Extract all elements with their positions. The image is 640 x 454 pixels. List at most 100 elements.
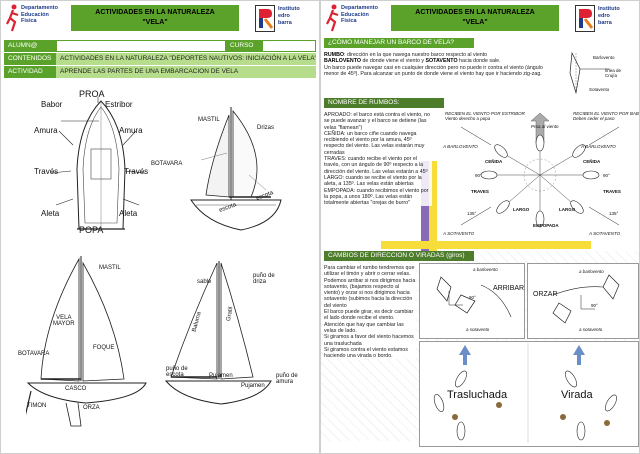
section2-title: NOMBRE DE RUMBOS:	[324, 98, 444, 108]
sail-parts-diagram	[164, 261, 272, 405]
label-90-right: 90°	[603, 173, 610, 178]
label-amura-left: Amura	[34, 126, 58, 135]
label-a-sotavento-right: A SOTAVENTO	[589, 231, 621, 236]
title-line2: "VELA"	[142, 19, 168, 26]
department-name: Departamento Educación Física	[21, 5, 58, 24]
contenidos-label: CONTENIDOS	[4, 53, 56, 65]
label-proa: PROA	[79, 89, 105, 99]
section2-text: APROADO: el barco está contra el viento,…	[324, 112, 432, 207]
label-recibe-estribor: RECIBEN EL VIENTO POR ESTRIBOR Viento de…	[445, 111, 525, 121]
title-line1: ACTIVIDADES EN LA NATURALEZA	[95, 9, 215, 16]
decor-bar-yellow	[429, 161, 437, 253]
label-a-barlovento-maneuver-2: a barlovento	[579, 269, 604, 274]
institute-mark	[255, 5, 275, 32]
label-90-left: 90°	[475, 173, 482, 178]
label-pujamen-2: Pujamen	[241, 383, 265, 389]
institute-mark	[575, 5, 595, 32]
label-puno-amura: puño de amura	[276, 373, 298, 385]
label-recibe-babor: RECIBEN EL VIENTO POR BABOR Deben ceder …	[573, 111, 639, 121]
label-135-right: 135°	[609, 211, 619, 216]
label-vela-mayor: VELA MAYOR	[53, 315, 75, 327]
sailboat-perspective	[190, 107, 282, 231]
label-a-sotavento-maneuver: a sotavento	[466, 327, 490, 332]
runner-icon	[326, 4, 339, 32]
label-popa: POPA	[79, 225, 104, 235]
label-aleta-left: Aleta	[41, 209, 60, 218]
actividad-value: APRENDE LAS PARTES DE UNA EMBARCACION DE…	[56, 66, 316, 78]
label-pujamen: Pujamen	[209, 373, 233, 379]
label-barlovento: Barlovento	[593, 55, 615, 60]
label-mastil-top: MASTIL	[198, 117, 220, 123]
institute-logo-right: Instituto edro barra	[575, 4, 631, 34]
crujia-diagram	[569, 51, 610, 95]
label-traves-left: Través	[34, 167, 59, 176]
institute-name: Instituto edro barra	[278, 6, 300, 26]
orzar-diagram	[552, 274, 620, 324]
def-rumbo: : dirección en la que navega nuestro bar…	[344, 52, 488, 58]
def-barlovento: de donde viene el viento y	[360, 58, 426, 65]
section1-text: RUMBO: dirección en la que navega nuestr…	[324, 52, 544, 77]
label-timon: TIMON	[27, 403, 47, 409]
decor-bar-horizontal	[381, 241, 591, 249]
label-botavara-top: BOTAVARA	[151, 161, 183, 167]
label-puno-driza: puño de driza	[253, 273, 275, 285]
department-name: Departamento Educación Física	[341, 5, 378, 24]
label-90-orzar: 90°	[591, 303, 598, 308]
label-a-barlovento-maneuver: a barlovento	[473, 267, 498, 272]
label-largo-left: LARGO	[513, 207, 530, 212]
alumno-label: ALUMN@	[4, 40, 56, 52]
label-largo-right: LARGO	[559, 207, 576, 212]
label-90-arribar: 90°	[469, 295, 476, 300]
label-mastil-bottom: MASTIL	[99, 265, 121, 271]
label-a-sotavento-maneuver-2: a sotavento	[579, 327, 603, 332]
label-135-left: 135°	[467, 211, 477, 216]
trasluchada-virada-diagram	[433, 343, 617, 443]
label-arribar: ARRIBAR	[493, 285, 525, 292]
label-drizas: Drizas	[257, 125, 275, 131]
label-amura-right: Amura	[119, 126, 143, 135]
boat-direction-arrows	[50, 97, 146, 206]
label-a-sotavento-left: A SOTAVENTO	[443, 231, 475, 236]
label-aleta-right: Aleta	[119, 209, 138, 218]
department-logo: Departamento Educación Física	[6, 4, 62, 34]
term-barlovento: BARLOVENTO	[324, 58, 361, 65]
def-sotavento: hacia donde sale.	[457, 58, 501, 65]
page-title: ACTIVIDADES EN LA NATURALEZA "VELA"	[71, 5, 239, 31]
curso-field[interactable]	[262, 40, 316, 52]
label-estribor: Estribor	[105, 100, 133, 109]
label-cenida-right: CEÑIDA	[583, 159, 601, 164]
department-logo-right: Departamento Educación Física	[326, 4, 382, 34]
label-traves-right-rose: TRAVES	[603, 189, 621, 194]
label-botavara-bottom: BOTAVARA	[18, 351, 50, 357]
label-cenida-left: CEÑIDA	[485, 159, 503, 164]
actividad-label: ACTIVIDAD	[4, 66, 56, 78]
arribar-diagram	[436, 276, 512, 318]
label-puno-escota: puño de escota	[166, 366, 188, 378]
label-trasluchada: Trasluchada	[447, 389, 508, 401]
label-casco: CASCO	[65, 386, 87, 392]
label-a-barlovento-left: A BARLOVENTO	[443, 144, 478, 149]
alumno-field[interactable]	[56, 40, 226, 52]
sailboat-side-view	[26, 256, 147, 427]
label-virada: Virada	[561, 389, 593, 401]
decor-bar-purple	[421, 161, 429, 253]
label-babor: Babor	[41, 100, 63, 109]
curso-label: CURSO	[226, 40, 262, 52]
runner-icon	[6, 4, 19, 32]
orzar-panel	[527, 263, 639, 339]
label-sable: sable	[197, 279, 212, 285]
rumbos-compass-rose	[460, 112, 620, 228]
institute-logo: Instituto edro barra	[255, 4, 311, 34]
label-a-barlovento-right: A BARLOVENTO	[581, 144, 616, 149]
left-page: Departamento Educación Física ACTIVIDADE…	[0, 0, 320, 454]
title-line1: ACTIVIDADES EN LA NATURALEZA	[415, 9, 535, 16]
label-linea-cruja: línea de Crujía	[605, 68, 622, 78]
label-traves-left-rose: TRAVES	[471, 189, 489, 194]
page-title-right: ACTIVIDADES EN LA NATURALEZA "VELA"	[391, 5, 559, 31]
tack-panel	[419, 341, 639, 447]
boat-top-view	[76, 100, 126, 230]
term-sotavento: SOTAVENTO	[425, 58, 458, 65]
zigzag-text: Un barco puede navegar casi en cualquier…	[324, 64, 543, 77]
right-page: Departamento Educación Física ACTIVIDADE…	[320, 0, 640, 454]
section3-text: Para cambiar el rumbo tendremos que util…	[324, 265, 416, 360]
